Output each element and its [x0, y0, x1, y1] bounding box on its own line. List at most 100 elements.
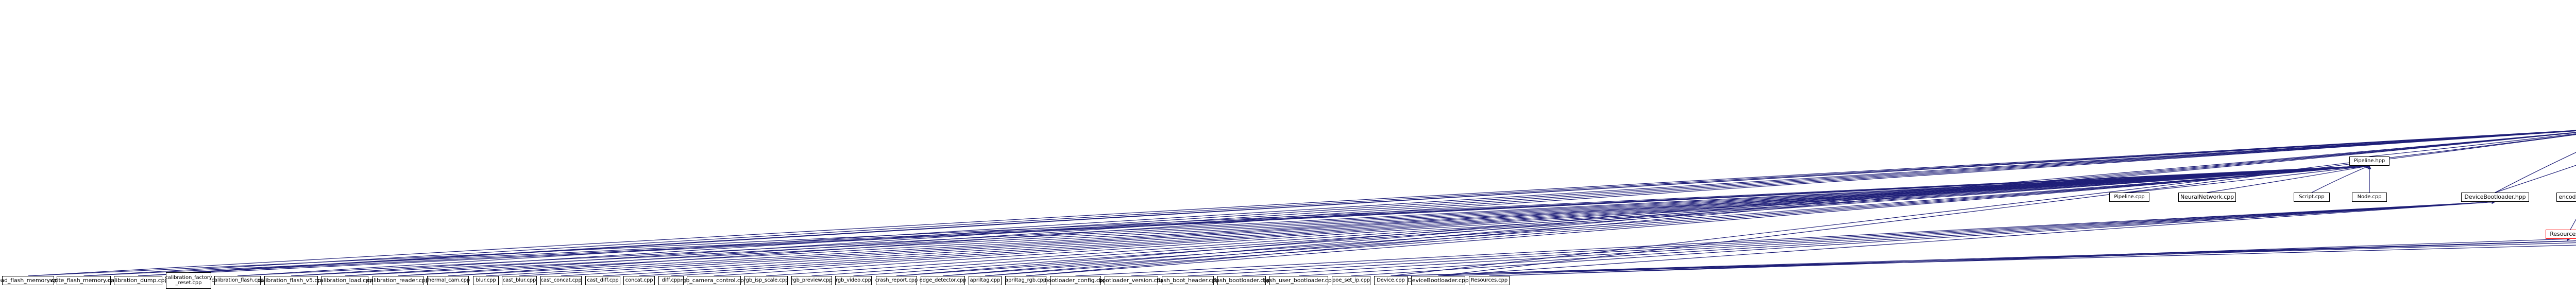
graph-node[interactable]: flash_bootloader.cpp: [1213, 276, 1270, 285]
graph-edge: [1438, 134, 2576, 276]
graph-node[interactable]: concat.cpp: [623, 276, 655, 285]
graph-edge: [766, 164, 2370, 276]
graph-edge: [345, 164, 2370, 276]
graph-node[interactable]: flash_boot_header.cpp: [1157, 276, 1219, 285]
graph-node[interactable]: rgb_video.cpp: [835, 276, 872, 285]
graph-node[interactable]: DeviceBootloader.hpp: [2461, 193, 2529, 202]
graph-node-label: read_flash_memory.cpp: [0, 277, 61, 284]
graph-node-label: crash_report.cpp: [875, 277, 918, 283]
graph-node-label: cast_diff.cpp: [587, 277, 619, 283]
graph-node-label: Resources.cpp: [1470, 277, 1508, 283]
graph-node-label: DeviceBootloader.hpp: [2464, 194, 2526, 201]
graph-node[interactable]: Pipeline.hpp: [2349, 156, 2389, 166]
graph-edge: [1489, 240, 2576, 276]
graph-node[interactable]: apriltag.cpp: [969, 276, 1002, 285]
graph-node[interactable]: blur.cpp: [473, 276, 499, 285]
graph-node-label: Device.cpp: [1377, 277, 1405, 283]
graph-edge: [188, 164, 2370, 273]
graph-node-label: DeviceBootloader.cpp: [1408, 277, 1469, 284]
graph-node[interactable]: cast_concat.cpp: [540, 276, 582, 285]
graph-edge: [448, 164, 2370, 276]
graph-edge: [237, 164, 2370, 276]
graph-edge: [942, 132, 2576, 276]
graph-edge: [448, 131, 2576, 276]
graph-node[interactable]: calibration_dump.cpp: [108, 276, 168, 285]
graph-node[interactable]: encoded_frame_test.cpp: [2556, 193, 2576, 202]
graph-node[interactable]: calibration_factory _reset.cpp: [165, 272, 212, 289]
graph-node[interactable]: Script.cpp: [2294, 193, 2330, 202]
graph-node-label: Pipeline.hpp: [2353, 158, 2385, 164]
graph-node[interactable]: write_flash_memory.cpp: [50, 276, 117, 285]
graph-edge: [1391, 242, 2576, 276]
graph-node[interactable]: read_flash_memory.cpp: [0, 276, 61, 285]
graph-node[interactable]: DeviceBootloader.cpp: [1408, 276, 1469, 285]
graph-edge: [1391, 245, 2576, 276]
graph-node[interactable]: calibration_flash.cpp: [211, 276, 264, 285]
graph-node[interactable]: thermal_cam.cpp: [426, 276, 470, 285]
graph-node[interactable]: Pipeline.cpp: [2109, 193, 2149, 202]
graph-node-label: rgb_camera_control.cpp: [680, 277, 748, 284]
graph-node-label: Pipeline.cpp: [2114, 194, 2145, 200]
graph-node-label: poe_set_ip.cpp: [1332, 277, 1370, 283]
graph-edge: [714, 164, 2370, 276]
graph-edge: [1391, 240, 2576, 276]
graph-node-label: flash_user_bootloader.cpp: [1262, 277, 1335, 284]
graph-node[interactable]: NeuralNetwork.cpp: [2178, 193, 2236, 202]
graph-node[interactable]: flash_user_bootloader.cpp: [1263, 276, 1335, 285]
graph-edge: [291, 164, 2370, 276]
graph-edge: [2129, 164, 2370, 193]
graph-edge: [1351, 200, 2496, 276]
graph-node[interactable]: cast_diff.cpp: [585, 276, 620, 285]
graph-node[interactable]: edge_detector.cpp: [920, 276, 967, 285]
graph-node-label: flash_bootloader.cpp: [1213, 277, 1270, 284]
graph-node-label: blur.cpp: [476, 277, 496, 283]
graph-edge: [811, 164, 2370, 276]
graph-node-label: Script.cpp: [2299, 194, 2325, 200]
graph-node-label: bootloader_version.cpp: [1098, 277, 1164, 284]
graph-edge: [985, 164, 2370, 276]
graph-node[interactable]: bootloader_version.cpp: [1099, 276, 1164, 285]
graph-node-label: flash_boot_header.cpp: [1156, 277, 1219, 284]
graph-edge: [2495, 165, 2576, 193]
graph-node[interactable]: cast_blur.cpp: [502, 276, 537, 285]
graph-node[interactable]: apriltag_rgb.cpp: [1005, 276, 1046, 285]
graph-node[interactable]: Resources.hpp: [2546, 230, 2576, 239]
graph-node[interactable]: crash_report.cpp: [875, 276, 918, 285]
graph-edge: [896, 164, 2370, 276]
graph-edge: [1025, 132, 2576, 276]
graph-edge: [398, 131, 2576, 276]
graph-node[interactable]: Node.cpp: [2352, 193, 2387, 202]
graph-node[interactable]: rgb_preview.cpp: [791, 276, 833, 285]
graph-node[interactable]: calibration_load.cpp: [317, 276, 373, 285]
graph-edge: [1298, 200, 2496, 276]
graph-node[interactable]: rgb_isp_scale.cpp: [744, 276, 788, 285]
graph-edge: [83, 164, 2370, 276]
graph-node[interactable]: rgb_camera_control.cpp: [680, 276, 748, 285]
graph-edge: [345, 130, 2576, 276]
graph-node-label: calibration_factory _reset.cpp: [165, 274, 212, 286]
graph-node-label: write_flash_memory.cpp: [50, 277, 117, 284]
graph-node-label: Resources.hpp: [2550, 231, 2576, 238]
graph-node[interactable]: calibration_flash_v5.cpp: [258, 276, 325, 285]
graph-node-label: diff.cpp: [662, 277, 681, 283]
graph-node[interactable]: calibration_reader.cpp: [367, 276, 429, 285]
graph-edge: [2495, 152, 2576, 193]
graph-node-label: rgb_video.cpp: [836, 277, 871, 283]
graph-edge: [1025, 164, 2370, 276]
graph-edge: [985, 132, 2576, 276]
graph-edge: [2207, 164, 2370, 193]
graph-node-label: calibration_reader.cpp: [367, 277, 429, 284]
graph-edge: [1075, 200, 2496, 276]
graph-edge: [671, 164, 2370, 276]
graph-node-label: Node.cpp: [2357, 194, 2382, 200]
graph-node[interactable]: bootloader_config.cpp: [1044, 276, 1107, 285]
graph-edge: [1438, 200, 2496, 276]
graph-node-label: bootloader_config.cpp: [1044, 277, 1107, 284]
graph-node[interactable]: Device.cpp: [1374, 276, 1408, 285]
graph-node[interactable]: poe_set_ip.cpp: [1332, 276, 1370, 285]
graph-node-label: apriltag.cpp: [970, 277, 1001, 283]
graph-node-label: concat.cpp: [625, 277, 653, 283]
graph-edge: [1131, 200, 2496, 276]
graph-node[interactable]: Resources.cpp: [1469, 276, 1510, 285]
graph-node-label: calibration_load.cpp: [317, 277, 373, 284]
